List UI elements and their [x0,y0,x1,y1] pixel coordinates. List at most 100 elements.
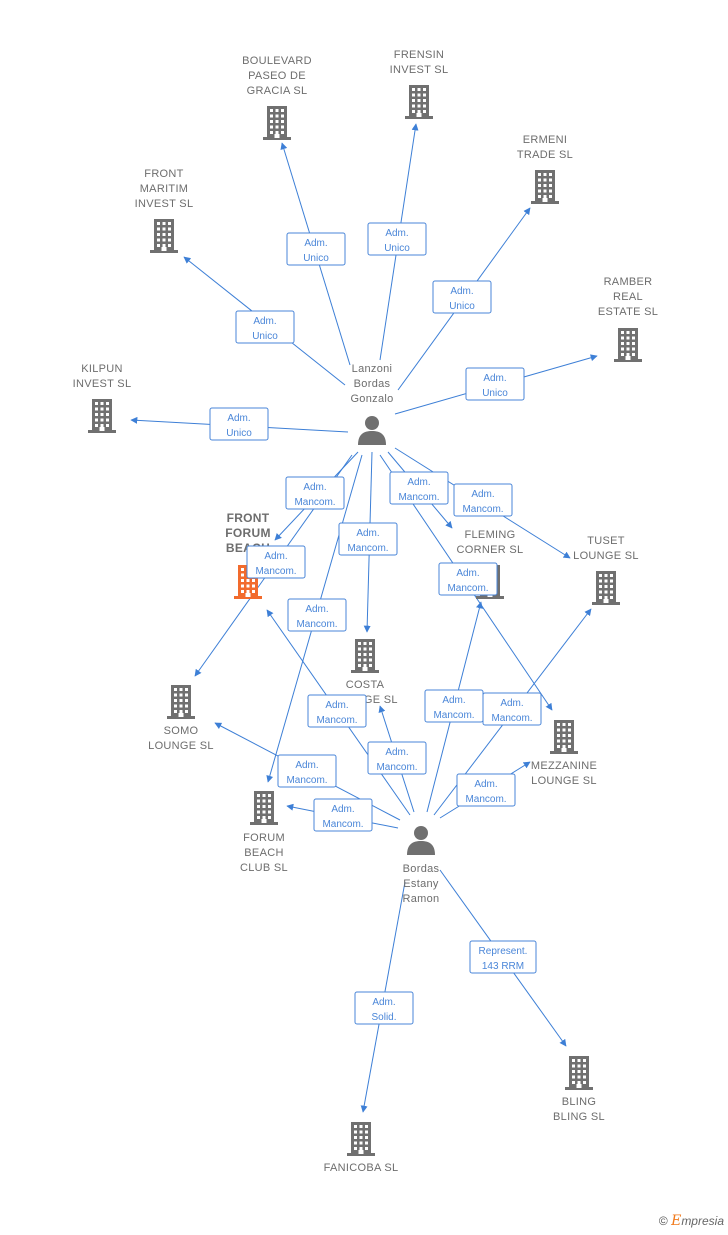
relation-label-text: Mancom. [286,775,327,786]
relation-label[interactable]: Adm.Mancom. [438,562,498,596]
relation-label[interactable]: Adm. Mancom. [482,692,542,726]
relation-label-text: Unico [252,331,278,342]
node-label-line: FRONT [144,168,183,180]
relation-label[interactable]: Adm.Mancom. [456,773,516,807]
company-name: FANICOBA SL [324,1162,399,1174]
relation-label[interactable]: Adm. Unico [235,310,295,344]
relation-label-text: Adm. [227,413,250,424]
relation-label[interactable]: Adm.Mancom. [453,483,513,517]
node-label-line: FORUM [243,832,285,844]
relation-label-box [469,940,537,974]
relation-label[interactable]: Adm.Mancom. [389,471,449,505]
relation-label[interactable]: Adm.Unico [367,222,427,256]
relation-label[interactable]: Adm. Solid. [354,991,414,1025]
node-label-line: BOULEVARD [242,55,312,67]
building-icon [405,85,433,119]
building-icon [250,791,278,825]
relation-label-box [354,991,414,1025]
relation-label-text: Mancom. [398,492,439,503]
relation-label-text: Adm. [253,316,276,327]
relation-label-text: 143 RRM [482,961,524,972]
relation-label-box [482,692,542,726]
relation-label[interactable]: Represent.143 RRM [469,940,537,974]
relation-label-box [456,773,516,807]
node-label-line: FRONT [227,511,270,525]
relation-label[interactable]: Adm.Mancom. [307,694,367,728]
relation-label-text: Mancom. [322,819,363,830]
company-node-bling[interactable]: BLING BLING SL [553,1056,605,1123]
relation-label-box [367,222,427,256]
relation-label-text: Adm. [483,373,506,384]
relation-label-text: Adm. [442,695,465,706]
node-label-line: PASEO DE [248,70,306,82]
relation-label[interactable]: Adm.Mancom. [367,741,427,775]
node-label-line: BEACH [244,847,283,859]
relation-label[interactable]: Adm.Unico [432,280,492,314]
relation-label[interactable]: Adm.Mancom. [424,689,484,723]
relation-label-text: Adm. [471,489,494,500]
relation-label[interactable]: Adm.Mancom. [313,798,373,832]
relation-label-text: Adm. [450,286,473,297]
node-label-line: BLING [562,1096,597,1108]
relation-label-text: Adm. [372,997,395,1008]
building-icon [351,639,379,673]
relation-label-text: Mancom. [316,715,357,726]
relation-label-text: Mancom. [465,794,506,805]
relation-label-text: Adm. [500,698,523,709]
node-label-line: KILPUN [81,363,123,375]
relation-label[interactable]: Adm.Mancom. [277,754,337,788]
node-label-line: FANICOBA SL [324,1162,399,1174]
relation-label-text: Solid. [371,1012,396,1023]
relation-label-box [285,476,345,510]
relation-label[interactable]: Adm.Mancom. [285,476,345,510]
node-label-line: LOUNGE SL [531,775,597,787]
relation-label[interactable]: Adm.Unico [286,232,346,266]
relation-label[interactable]: Adm.Mancom. [338,522,398,556]
relation-label-text: Mancom. [491,713,532,724]
relation-label-box [389,471,449,505]
relation-label-text: Adm. [356,528,379,539]
relation-label-box [313,798,373,832]
node-label-line: BLING SL [553,1111,605,1123]
node-label-line: Bordas [403,863,440,875]
company-node-fanicoba[interactable]: FANICOBA SL [324,1122,399,1174]
node-label-line: INVEST SL [73,378,132,390]
relation-label-text: Unico [303,253,329,264]
relation-label-box [465,367,525,401]
relation-label[interactable]: Adm.Mancom. [246,545,306,579]
company-node-kilpun[interactable]: KILPUN INVEST SL [73,363,132,433]
node-label-line: FORUM [225,526,271,540]
relation-label[interactable]: Adm. Mancom. [287,598,347,632]
relation-label-box [246,545,306,579]
relation-label-text: Mancom. [296,619,337,630]
building-icon [150,219,178,253]
node-label-line: Bordas [354,378,391,390]
relation-label-text: Unico [482,388,508,399]
relation-label-text: Adm. [305,604,328,615]
relation-labels-layer: Adm.UnicoAdm.UnicoAdm.UnicoAdm.UnicoAdm.… [209,222,542,1025]
relation-label-text: Unico [384,243,410,254]
node-label-line: Ramon [403,893,440,905]
building-icon [263,106,291,140]
relation-label-box [235,310,295,344]
relation-label[interactable]: Adm. Unico [465,367,525,401]
relation-label-box [438,562,498,596]
node-label-line: TUSET [587,535,625,547]
relation-label[interactable]: Adm.Unico [209,407,269,441]
